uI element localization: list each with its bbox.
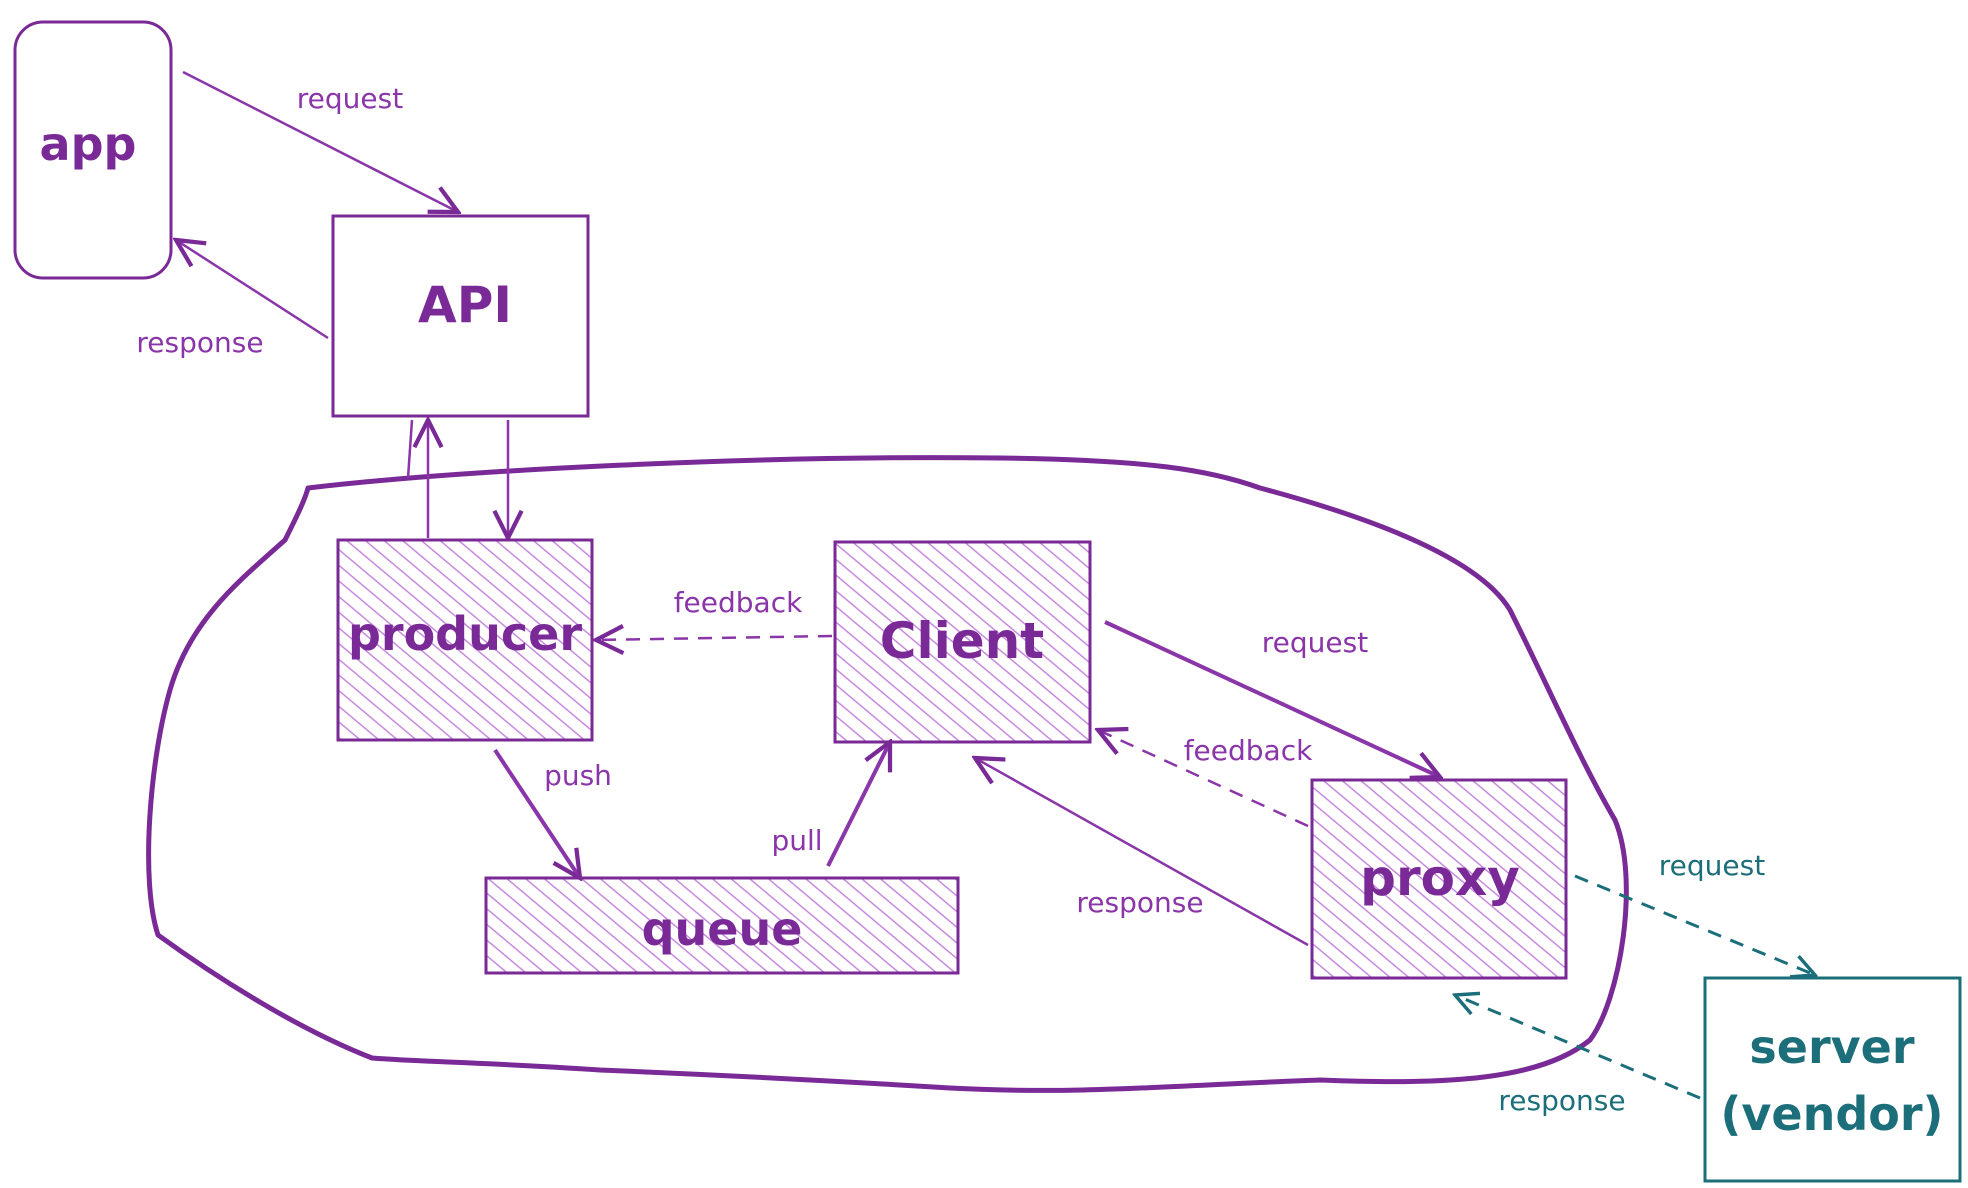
app-node: app: [13, 20, 173, 280]
api-label: API: [418, 276, 512, 334]
queue-label: queue: [642, 902, 803, 956]
edge-server-to-proxy: response: [1455, 995, 1701, 1117]
edge-label-feedback-2: feedback: [1184, 734, 1313, 767]
server-label: server: [1749, 1020, 1914, 1074]
edge-producer-to-api: [406, 420, 428, 538]
edge-app-to-api: request: [182, 70, 458, 212]
system-boundary: [146, 455, 1629, 1093]
producer-label: producer: [348, 607, 582, 661]
client-node: Client: [833, 540, 1092, 744]
edge-label-push: push: [544, 759, 612, 792]
edge-label-response-2: response: [1076, 886, 1203, 919]
server-vendor-node: server (vendor): [1703, 976, 1962, 1183]
vendor-label: (vendor): [1720, 1087, 1943, 1141]
proxy-node: proxy: [1310, 778, 1568, 980]
edge-label-feedback: feedback: [674, 586, 803, 619]
edge-queue-to-client: pull: [771, 742, 890, 867]
api-node: API: [331, 214, 590, 418]
proxy-label: proxy: [1360, 849, 1520, 907]
app-label: app: [40, 117, 137, 171]
queue-node: queue: [484, 876, 960, 975]
edge-label-request-2: request: [1262, 626, 1368, 659]
edge-label-request: request: [297, 82, 403, 115]
client-label: Client: [880, 612, 1044, 670]
edge-proxy-to-client-response: response: [975, 758, 1309, 947]
edge-label-pull: pull: [771, 824, 822, 857]
producer-node: producer: [336, 538, 594, 742]
edge-proxy-to-client-feedback: feedback: [1098, 730, 1313, 828]
edge-api-to-app: response: [136, 240, 329, 359]
edge-label-request-3: request: [1659, 849, 1765, 882]
edge-label-response-3: response: [1498, 1084, 1625, 1117]
edge-client-to-producer: feedback: [596, 586, 833, 640]
edge-producer-to-queue: push: [493, 748, 612, 878]
edge-client-to-proxy: request: [1104, 620, 1440, 777]
edge-label-response: response: [136, 326, 263, 359]
edge-proxy-to-server: request: [1574, 849, 1815, 975]
